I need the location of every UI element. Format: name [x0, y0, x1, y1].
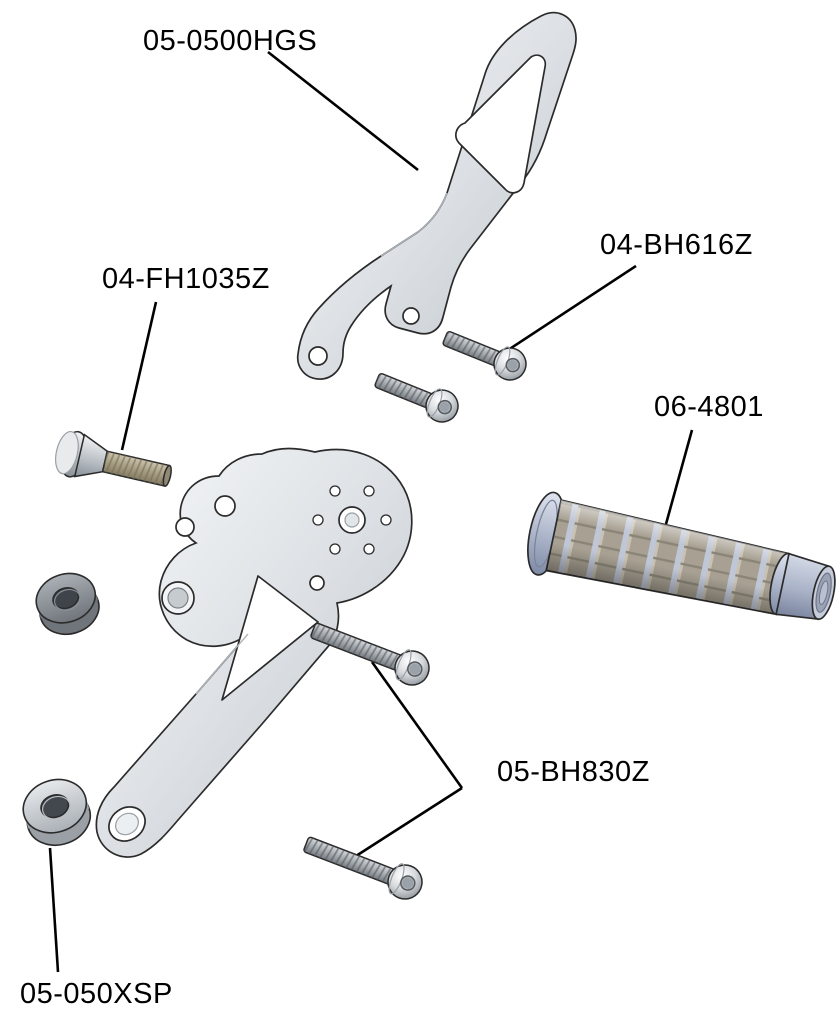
main-bracket: [95, 447, 413, 858]
part-label-spacer: 05-050XSP: [20, 978, 173, 1010]
foot-peg: [527, 491, 836, 621]
part-label-bolt-616: 04-BH616Z: [600, 229, 753, 261]
part-label-foot-peg: 06-4801: [654, 391, 764, 423]
spacer-upper: [35, 572, 100, 636]
leader-line-foot-peg: [664, 429, 694, 525]
leader-line-heel-guard: [267, 50, 419, 172]
button-head-bolt-short-lower: [374, 372, 459, 423]
main-bracket-cutout: [221, 575, 319, 701]
button-head-bolt-long-upper: [310, 622, 430, 686]
head-bolt-holes: [312, 485, 392, 555]
heel-guard-hole-neck: [402, 307, 420, 325]
heel-guard-bracket: [296, 11, 577, 380]
main-bracket-inner-edge: [195, 633, 249, 695]
spacer-lower: [22, 778, 92, 846]
part-label-screw-1035: 04-FH1035Z: [102, 263, 270, 295]
leader-line-bolt-830-upper: [370, 661, 464, 789]
heel-guard-hole-lower: [308, 346, 328, 366]
leader-line-bolt-616: [507, 264, 637, 352]
leader-line-screw-1035: [120, 301, 158, 451]
button-head-bolt-long-lower: [303, 836, 423, 900]
part-label-bolt-830: 05-BH830Z: [497, 756, 650, 788]
flat-head-screw: [55, 430, 172, 487]
leader-line-spacer: [48, 847, 60, 973]
leader-line-bolt-830-lower: [355, 786, 463, 858]
leader-lines: [48, 50, 694, 973]
button-head-bolt-short-upper: [442, 330, 527, 381]
ear-hole-upper: [214, 495, 236, 517]
heel-guard-inner-edge: [380, 192, 448, 257]
part-label-heel-guard: 05-0500HGS: [143, 25, 318, 57]
ear-hole-lower: [175, 517, 195, 537]
lower-head-hole: [309, 575, 325, 591]
heel-guard-cutout: [455, 54, 547, 194]
